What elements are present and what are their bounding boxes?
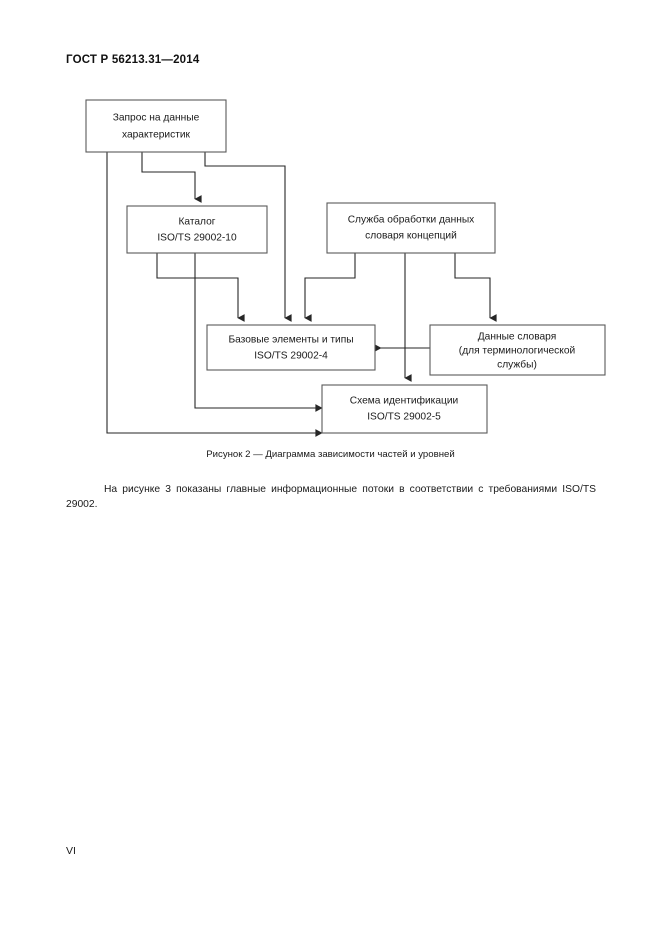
connector-service-to-base-elements xyxy=(304,253,356,322)
connector-request-to-catalog xyxy=(141,152,202,203)
connector-catalog-to-identification xyxy=(194,253,323,412)
box-service-rect xyxy=(326,202,496,254)
box-request-line2: характеристик xyxy=(122,130,191,141)
box-request-rect xyxy=(85,99,227,153)
box-service: Служба обработки данных словаря концепци… xyxy=(326,202,496,254)
body-paragraph: На рисунке 3 показаны главные информацио… xyxy=(66,484,596,510)
box-dictionary-data-rect xyxy=(429,324,606,376)
connector-request-to-base-elements xyxy=(204,152,292,322)
box-base-elements: Базовые элементы и типы ISO/TS 29002-4 xyxy=(206,324,376,371)
box-base-elements-line1: Базовые элементы и типы xyxy=(228,335,353,346)
box-base-elements-line2: ISO/TS 29002-4 xyxy=(254,351,328,362)
box-request-line1: Запрос на данные xyxy=(113,113,200,124)
box-dictionary-data-line1: Данные словаря xyxy=(478,332,557,343)
box-identification-line1: Схема идентификации xyxy=(350,395,458,407)
box-service-line2: словаря концепций xyxy=(365,231,457,242)
box-catalog-rect xyxy=(126,205,268,254)
connector-group xyxy=(106,152,497,437)
box-service-line1: Служба обработки данных xyxy=(348,214,475,226)
connector-request-to-identification-lower xyxy=(106,152,323,437)
box-base-elements-rect xyxy=(206,324,376,371)
dependency-diagram-svg: Запрос на данные характеристик Каталог I… xyxy=(85,99,606,437)
connector-service-to-dictionary-data xyxy=(454,253,497,322)
box-dictionary-data: Данные словаря (для терминологической сл… xyxy=(429,324,606,376)
document-header-standard-number: ГОСТ Р 56213.31—2014 xyxy=(66,54,200,66)
box-request: Запрос на данные характеристик xyxy=(85,99,227,153)
connector-catalog-to-base-elements xyxy=(156,253,245,322)
page-number: VI xyxy=(66,845,76,857)
figure-caption: Рисунок 2 — Диаграмма зависимости частей… xyxy=(206,449,455,460)
box-identification: Схема идентификации ISO/TS 29002-5 xyxy=(321,384,488,434)
figure-2-diagram: Запрос на данные характеристик Каталог I… xyxy=(0,88,661,448)
box-catalog-line2: ISO/TS 29002-10 xyxy=(157,233,237,244)
box-identification-rect xyxy=(321,384,488,434)
box-dictionary-data-line3: службы) xyxy=(497,359,537,371)
box-dictionary-data-line2: (для терминологической xyxy=(459,346,575,357)
box-catalog: Каталог ISO/TS 29002-10 xyxy=(126,205,268,254)
box-identification-line2: ISO/TS 29002-5 xyxy=(367,412,441,423)
box-catalog-line1: Каталог xyxy=(178,217,215,228)
